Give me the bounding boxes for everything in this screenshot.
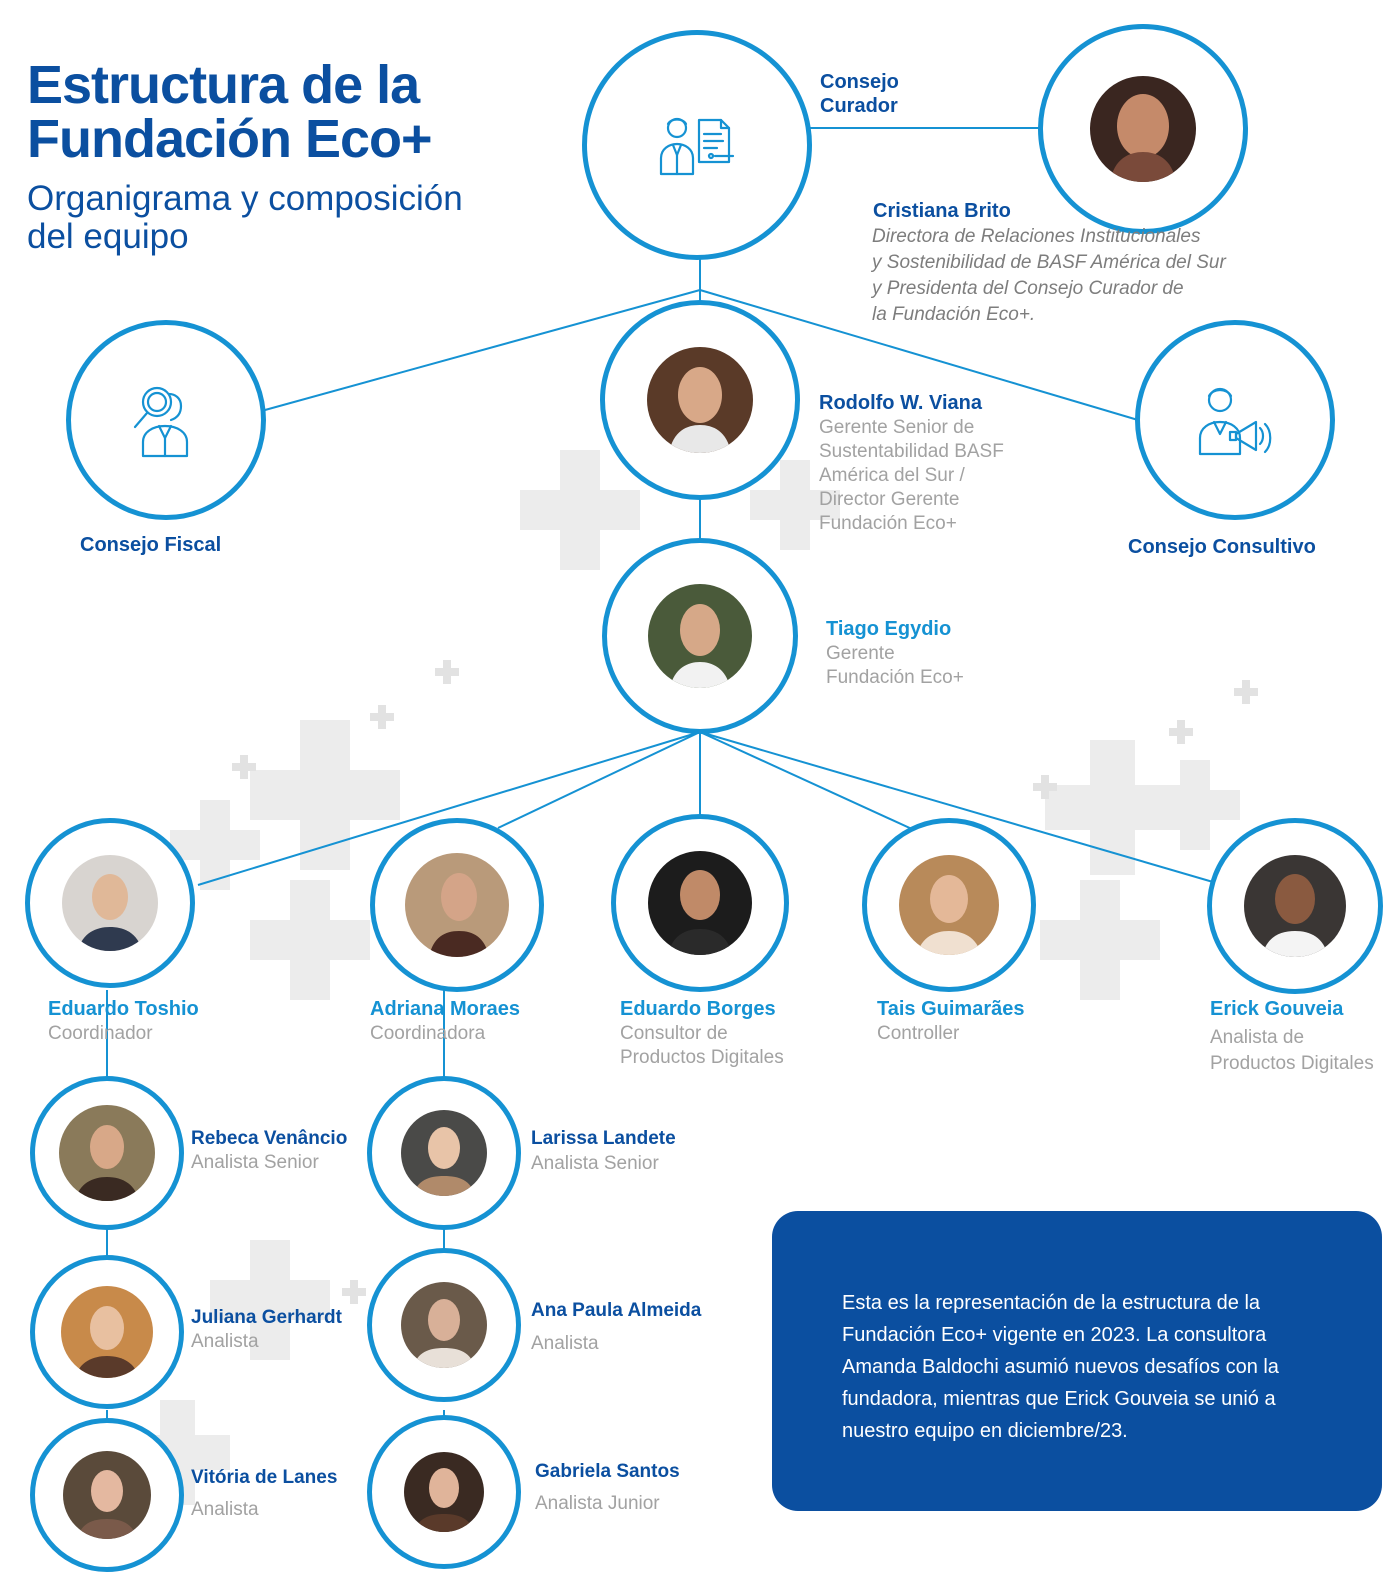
consejo-consultivo-node: [1135, 320, 1335, 520]
team-name-1: Adriana Moraes: [370, 998, 521, 1020]
moraes-team-name-1: Ana Paula Almeida: [531, 1300, 702, 1321]
moraes-team-role-0: Analista Senior: [531, 1153, 659, 1174]
title-line-2: Fundación Eco+: [27, 109, 433, 169]
council-board-icon: [659, 114, 735, 176]
cristiana-brito-name: Cristiana Brito: [873, 200, 1011, 222]
moraes-team-role-1: Analista: [531, 1333, 599, 1354]
team-name-3: Tais Guimarães: [877, 998, 1025, 1020]
magnifier-person-icon: [131, 382, 201, 458]
cristiana-brito-role: Directora de Relaciones Institucionales …: [872, 224, 1226, 328]
toshio-team-name-0: Rebeca Venâncio: [191, 1128, 348, 1149]
cristiana-role-line-2: y Sostenibilidad de BASF América del Sur: [872, 252, 1226, 273]
vitoria-de-lanes-node: [30, 1418, 184, 1572]
team-name-4: Erick Gouveia: [1210, 998, 1344, 1020]
cristiana-role-line-3: y Presidenta del Consejo Curador de: [872, 278, 1184, 299]
team-role-3: Controller: [877, 1023, 960, 1044]
rodolfo-viana-role: Gerente Senior de Sustentabilidad BASF A…: [819, 416, 1004, 536]
adriana-moraes-photo: [405, 853, 509, 957]
juliana-gerhardt-photo: [61, 1286, 153, 1378]
eduardo-borges-photo: [648, 851, 752, 955]
toshio-team-name-1: Juliana Gerhardt: [191, 1307, 342, 1328]
gabriela-santos-photo: [404, 1452, 484, 1532]
tiago-egydio-role: Gerente Fundación Eco+: [826, 642, 964, 690]
tais-guimaraes-photo: [899, 855, 999, 955]
larissa-landete-node: [367, 1076, 521, 1230]
moraes-team-name-0: Larissa Landete: [531, 1128, 676, 1149]
rebeca-venancio-photo: [59, 1105, 155, 1201]
vitoria-de-lanes-photo: [63, 1451, 151, 1539]
rodolfo-role-line-1: Gerente Senior de: [819, 417, 975, 438]
eduardo-toshio-node: [25, 818, 195, 988]
tiago-egydio-photo: [648, 584, 752, 688]
erick-gouveia-photo: [1244, 855, 1346, 957]
rodolfo-role-line-4: Director Gerente: [819, 489, 960, 510]
juliana-gerhardt-node: [30, 1255, 184, 1409]
ana-paula-almeida-photo: [401, 1282, 487, 1368]
note-text: Esta es la representación de la estructu…: [842, 1292, 1279, 1442]
consejo-curador-line-2: Curador: [820, 95, 898, 117]
megaphone-person-icon: [1196, 384, 1274, 456]
consejo-curador-line-1: Consejo: [820, 71, 899, 93]
cristiana-brito-node: [1038, 24, 1248, 234]
moraes-team-role-2: Analista Junior: [535, 1493, 660, 1514]
tais-guimaraes-node: [862, 818, 1036, 992]
consejo-curador-label: Consejo Curador: [820, 70, 899, 118]
toshio-team-role-0: Analista Senior: [191, 1152, 319, 1173]
rodolfo-role-line-2: Sustentabilidad BASF: [819, 441, 1004, 462]
team-role-4-line-1: Analista de: [1210, 1027, 1305, 1048]
team-role-0: Coordinador: [48, 1023, 153, 1044]
team-role-4-line-2: Productos Digitales: [1210, 1053, 1374, 1074]
team-role-2-line-2: Productos Digitales: [620, 1047, 784, 1068]
rebeca-venancio-node: [30, 1076, 184, 1230]
title-line-1: Estructura de la: [27, 55, 420, 115]
cristiana-role-line-4: la Fundación Eco+.: [872, 304, 1036, 325]
rodolfo-viana-node: [600, 300, 800, 500]
eduardo-toshio-photo: [62, 855, 158, 951]
gabriela-santos-node: [367, 1415, 521, 1569]
consejo-curador-node: [582, 30, 812, 260]
tiago-egydio-node: [602, 538, 798, 734]
larissa-landete-photo: [401, 1110, 487, 1196]
subtitle-line-2: del equipo: [27, 217, 189, 256]
rodolfo-viana-photo: [647, 347, 753, 453]
tiago-role-line-1: Gerente: [826, 643, 895, 664]
consejo-fiscal-node: [66, 320, 266, 520]
note-box: Esta es la representación de la estructu…: [772, 1211, 1382, 1511]
tiago-egydio-name: Tiago Egydio: [826, 618, 952, 640]
toshio-team-name-2: Vitória de Lanes: [191, 1467, 338, 1488]
erick-gouveia-node: [1207, 818, 1383, 994]
rodolfo-viana-name: Rodolfo W. Viana: [819, 392, 982, 414]
page-title: Estructura de la Fundación Eco+: [27, 55, 433, 169]
ana-paula-almeida-node: [367, 1248, 521, 1402]
page-subtitle: Organigrama y composición del equipo: [27, 180, 463, 256]
adriana-moraes-node: [370, 818, 544, 992]
rodolfo-role-line-5: Fundación Eco+: [819, 513, 957, 534]
team-role-2: Consultor de Productos Digitales: [620, 1022, 784, 1070]
team-role-1: Coordinadora: [370, 1023, 486, 1044]
team-name-0: Eduardo Toshio: [48, 998, 199, 1020]
rodolfo-role-line-3: América del Sur /: [819, 465, 965, 486]
subtitle-line-1: Organigrama y composición: [27, 179, 463, 218]
cristiana-role-line-1: Directora de Relaciones Institucionales: [872, 226, 1201, 247]
team-role-4: Analista de Productos Digitales: [1210, 1025, 1374, 1077]
toshio-team-role-1: Analista: [191, 1331, 259, 1352]
eduardo-borges-node: [611, 814, 789, 992]
toshio-team-role-2: Analista: [191, 1499, 259, 1520]
moraes-team-name-2: Gabriela Santos: [535, 1461, 680, 1482]
tiago-role-line-2: Fundación Eco+: [826, 667, 964, 688]
team-role-2-line-1: Consultor de: [620, 1023, 728, 1044]
cristiana-brito-photo: [1090, 76, 1196, 182]
consejo-consultivo-label: Consejo Consultivo: [1128, 536, 1316, 558]
team-name-2: Eduardo Borges: [620, 998, 776, 1020]
consejo-fiscal-label: Consejo Fiscal: [80, 534, 222, 556]
